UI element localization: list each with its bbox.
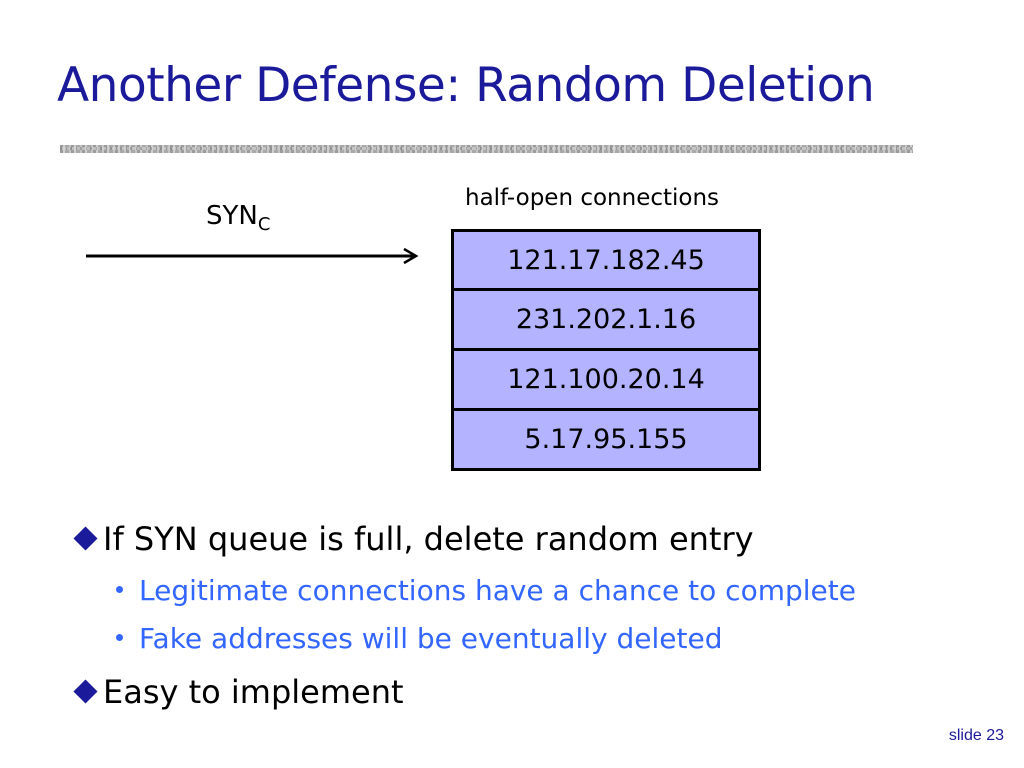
queue-entry: 231.202.1.16 bbox=[451, 291, 761, 351]
syn-label-subscript: C bbox=[257, 214, 271, 235]
queue-caption: half-open connections bbox=[465, 185, 720, 211]
dot-bullet-icon bbox=[116, 634, 123, 641]
half-open-connection-queue: 121.17.182.45 231.202.1.16 121.100.20.14… bbox=[451, 229, 761, 471]
queue-entry: 121.100.20.14 bbox=[451, 351, 761, 411]
syn-label-text: SYN bbox=[206, 201, 258, 231]
bullet-text: Easy to implement bbox=[103, 673, 404, 711]
sub-bullet-text: Fake addresses will be eventually delete… bbox=[139, 622, 723, 655]
slide-title: Another Defense: Random Deletion bbox=[57, 58, 875, 113]
bullet-list: If SYN queue is full, delete random entr… bbox=[70, 520, 970, 723]
queue-entry: 121.17.182.45 bbox=[451, 229, 761, 291]
diamond-bullet-icon bbox=[73, 526, 98, 551]
title-divider bbox=[60, 145, 913, 153]
diamond-bullet-icon bbox=[73, 679, 98, 704]
bullet-item: Easy to implement bbox=[70, 673, 970, 723]
sub-bullet-item: Legitimate connections have a chance to … bbox=[112, 574, 970, 622]
syn-arrow-icon bbox=[86, 247, 419, 265]
slide-number: slide 23 bbox=[948, 727, 1004, 744]
queue-entry: 5.17.95.155 bbox=[451, 411, 761, 471]
sub-bullet-text: Legitimate connections have a chance to … bbox=[139, 574, 856, 607]
bullet-item: If SYN queue is full, delete random entr… bbox=[70, 520, 970, 570]
sub-bullet-item: Fake addresses will be eventually delete… bbox=[112, 622, 970, 670]
syn-label: SYNC bbox=[206, 201, 270, 235]
dot-bullet-icon bbox=[116, 586, 123, 593]
bullet-text: If SYN queue is full, delete random entr… bbox=[103, 520, 754, 558]
